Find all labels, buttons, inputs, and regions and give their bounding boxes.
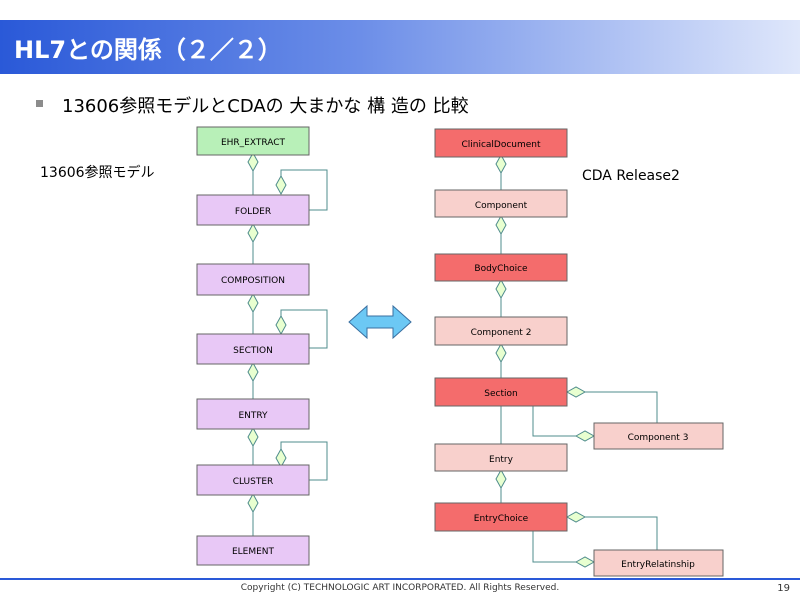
aggregation-diamond (247, 361, 259, 383)
svg-text:ELEMENT: ELEMENT (232, 547, 275, 557)
aggregation-diamond (247, 426, 259, 448)
page-number: 19 (777, 583, 790, 594)
class-box-section: SECTION (196, 333, 310, 365)
svg-text:EHR_EXTRACT: EHR_EXTRACT (221, 138, 286, 148)
aggregation-diamond (247, 292, 259, 314)
aggregation-diamond (247, 222, 259, 244)
svg-text:Entry: Entry (489, 455, 514, 465)
svg-text:Component: Component (475, 201, 528, 211)
svg-text:COMPOSITION: COMPOSITION (221, 276, 285, 286)
svg-text:ENTRY: ENTRY (238, 411, 268, 421)
class-box-clinical-document: ClinicalDocument (434, 128, 568, 158)
aggregation-diamond (574, 556, 596, 568)
page-title: HL7との関係（２／２） (14, 36, 282, 64)
svg-text:Component 2: Component 2 (471, 328, 532, 338)
class-box-body-choice: BodyChoice (434, 253, 568, 282)
aggregation-diamond (495, 214, 507, 236)
copyright-text: Copyright (C) TECHNOLOGIC ART INCORPORAT… (240, 583, 560, 593)
self-loop (280, 441, 328, 481)
class-box-component: Component (434, 189, 568, 218)
svg-text:EntryChoice: EntryChoice (474, 514, 529, 524)
footer-divider (0, 578, 800, 580)
aggregation-diamond (247, 492, 259, 514)
aggregation-diamond (565, 386, 587, 398)
association-line (532, 531, 594, 563)
class-box-folder: FOLDER (196, 194, 310, 226)
class-box-element: ELEMENT (196, 535, 310, 566)
bullet-marker (36, 100, 43, 107)
aggregation-diamond (275, 174, 287, 196)
class-box-ehr-extract: EHR_EXTRACT (196, 126, 310, 156)
title-bar: HL7との関係（２／２） (0, 20, 800, 74)
class-box-section: Section (434, 377, 568, 407)
svg-text:SECTION: SECTION (233, 346, 273, 356)
aggregation-diamond (495, 342, 507, 364)
class-box-component-2: Component 2 (434, 316, 568, 346)
right-model-label: CDA Release2 (582, 168, 680, 184)
class-box-component-3: Component 3 (593, 422, 724, 450)
class-box-cluster: CLUSTER (196, 464, 310, 496)
class-box-entry-choice: EntryChoice (434, 502, 568, 532)
aggregation-diamond (565, 511, 587, 523)
svg-text:BodyChoice: BodyChoice (474, 264, 528, 274)
association-line (567, 516, 658, 550)
aggregation-diamond (275, 314, 287, 336)
association-line (532, 406, 594, 437)
aggregation-diamond (247, 151, 259, 173)
svg-text:CLUSTER: CLUSTER (233, 477, 274, 487)
svg-text:EntryRelatinship: EntryRelatinship (621, 560, 695, 570)
svg-text:FOLDER: FOLDER (235, 207, 271, 217)
svg-text:ClinicalDocument: ClinicalDocument (461, 140, 541, 150)
svg-text:Component 3: Component 3 (628, 433, 689, 443)
class-box-entry-relationship: EntryRelatinship (593, 549, 724, 577)
aggregation-diamond (275, 447, 287, 469)
self-loop (280, 309, 328, 349)
aggregation-diamond (495, 153, 507, 175)
self-loop (280, 169, 328, 211)
svg-text:Section: Section (484, 389, 517, 399)
aggregation-diamond (574, 430, 596, 442)
double-arrow-icon (348, 304, 412, 340)
left-model-label: 13606参照モデル (40, 165, 155, 181)
aggregation-diamond (495, 278, 507, 300)
bullet-text: 13606参照モデルとCDAの 大まかな 構 造の 比較 (62, 96, 469, 117)
class-box-entry: Entry (434, 443, 568, 472)
class-box-composition: COMPOSITION (196, 263, 310, 296)
aggregation-diamond (495, 468, 507, 490)
association-line (567, 391, 658, 423)
class-box-entry: ENTRY (196, 398, 310, 430)
